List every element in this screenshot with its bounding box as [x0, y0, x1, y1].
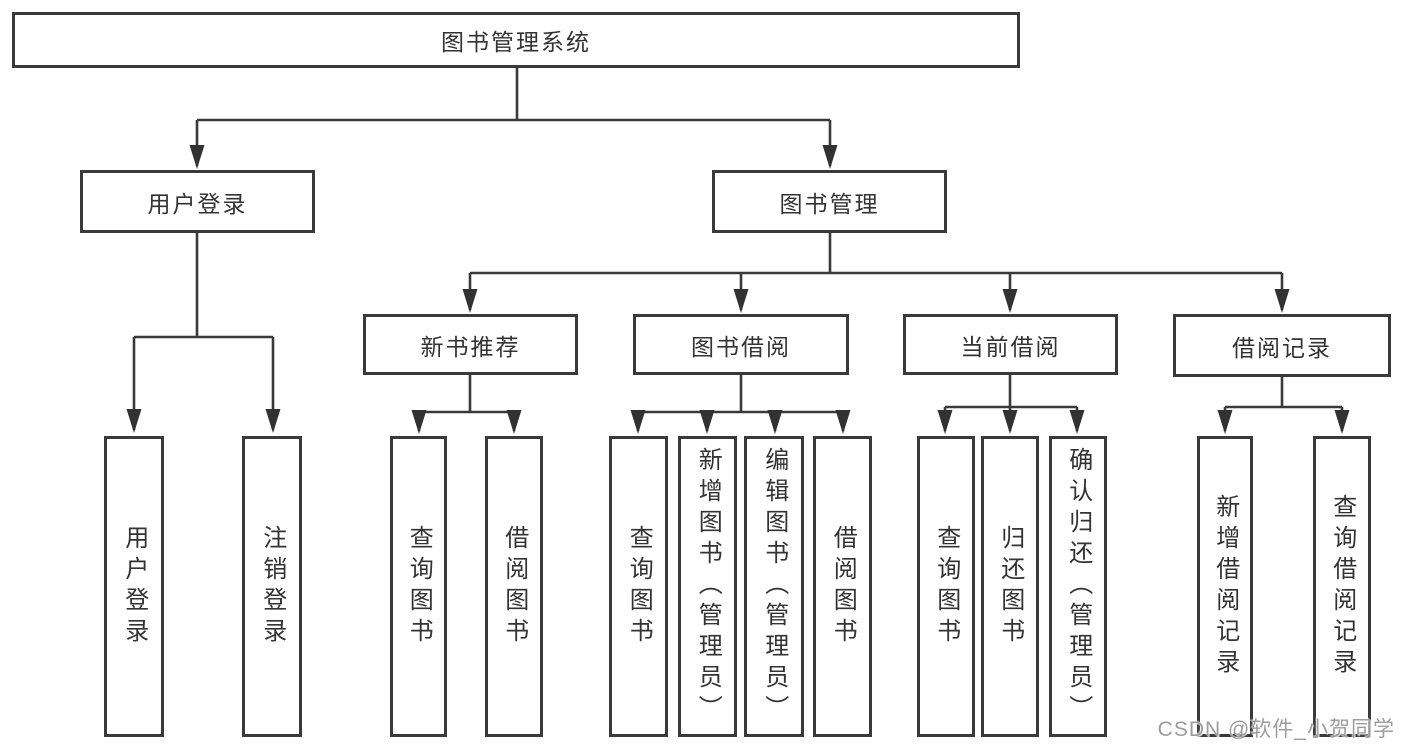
node-book-borrow: 图书借阅 — [633, 314, 849, 375]
leaf-query-book-2: 查询图书 — [609, 436, 668, 737]
leaf-label: 查询图书 — [932, 524, 960, 649]
leaf-label: 编辑图书（管理员） — [760, 447, 788, 726]
leaf-label: 查询借阅记录 — [1328, 493, 1356, 680]
leaf-return-book: 归还图书 — [981, 436, 1039, 737]
node-borrow-record: 借阅记录 — [1173, 314, 1391, 377]
leaf-label: 用户登录 — [120, 524, 148, 649]
leaf-label: 新增图书（管理员） — [694, 447, 722, 726]
leaf-label: 借阅图书 — [500, 524, 528, 649]
leaf-query-borrow-record: 查询借阅记录 — [1313, 436, 1371, 737]
leaf-query-book-1: 查询图书 — [390, 436, 447, 737]
leaf-label: 查询图书 — [405, 524, 433, 649]
leaf-add-borrow-record: 新增借阅记录 — [1197, 436, 1253, 737]
leaf-label: 归还图书 — [996, 524, 1024, 649]
leaf-query-book-3: 查询图书 — [917, 436, 975, 737]
leaf-add-book-admin: 新增图书（管理员） — [678, 436, 737, 737]
leaf-label: 新增借阅记录 — [1211, 493, 1239, 680]
leaf-logout: 注销登录 — [242, 436, 302, 737]
node-root: 图书管理系统 — [12, 12, 1020, 68]
leaf-user-login: 用户登录 — [104, 436, 164, 737]
node-user-login: 用户登录 — [80, 170, 315, 233]
node-book-management: 图书管理 — [712, 170, 947, 233]
leaf-borrow-book-1: 借阅图书 — [485, 436, 543, 737]
leaf-label: 注销登录 — [258, 524, 286, 649]
leaf-label: 查询图书 — [625, 524, 653, 649]
node-new-book-recommend: 新书推荐 — [363, 314, 578, 375]
leaf-edit-book-admin: 编辑图书（管理员） — [744, 436, 804, 737]
leaf-borrow-book-2: 借阅图书 — [813, 436, 872, 737]
node-current-borrow: 当前借阅 — [903, 314, 1118, 375]
leaf-label: 借阅图书 — [829, 524, 857, 649]
leaf-confirm-return-admin: 确认归还（管理员） — [1049, 436, 1107, 737]
csdn-watermark: CSDN @软件_小贺同学 — [1157, 718, 1395, 741]
leaf-label: 确认归还（管理员） — [1064, 447, 1092, 726]
